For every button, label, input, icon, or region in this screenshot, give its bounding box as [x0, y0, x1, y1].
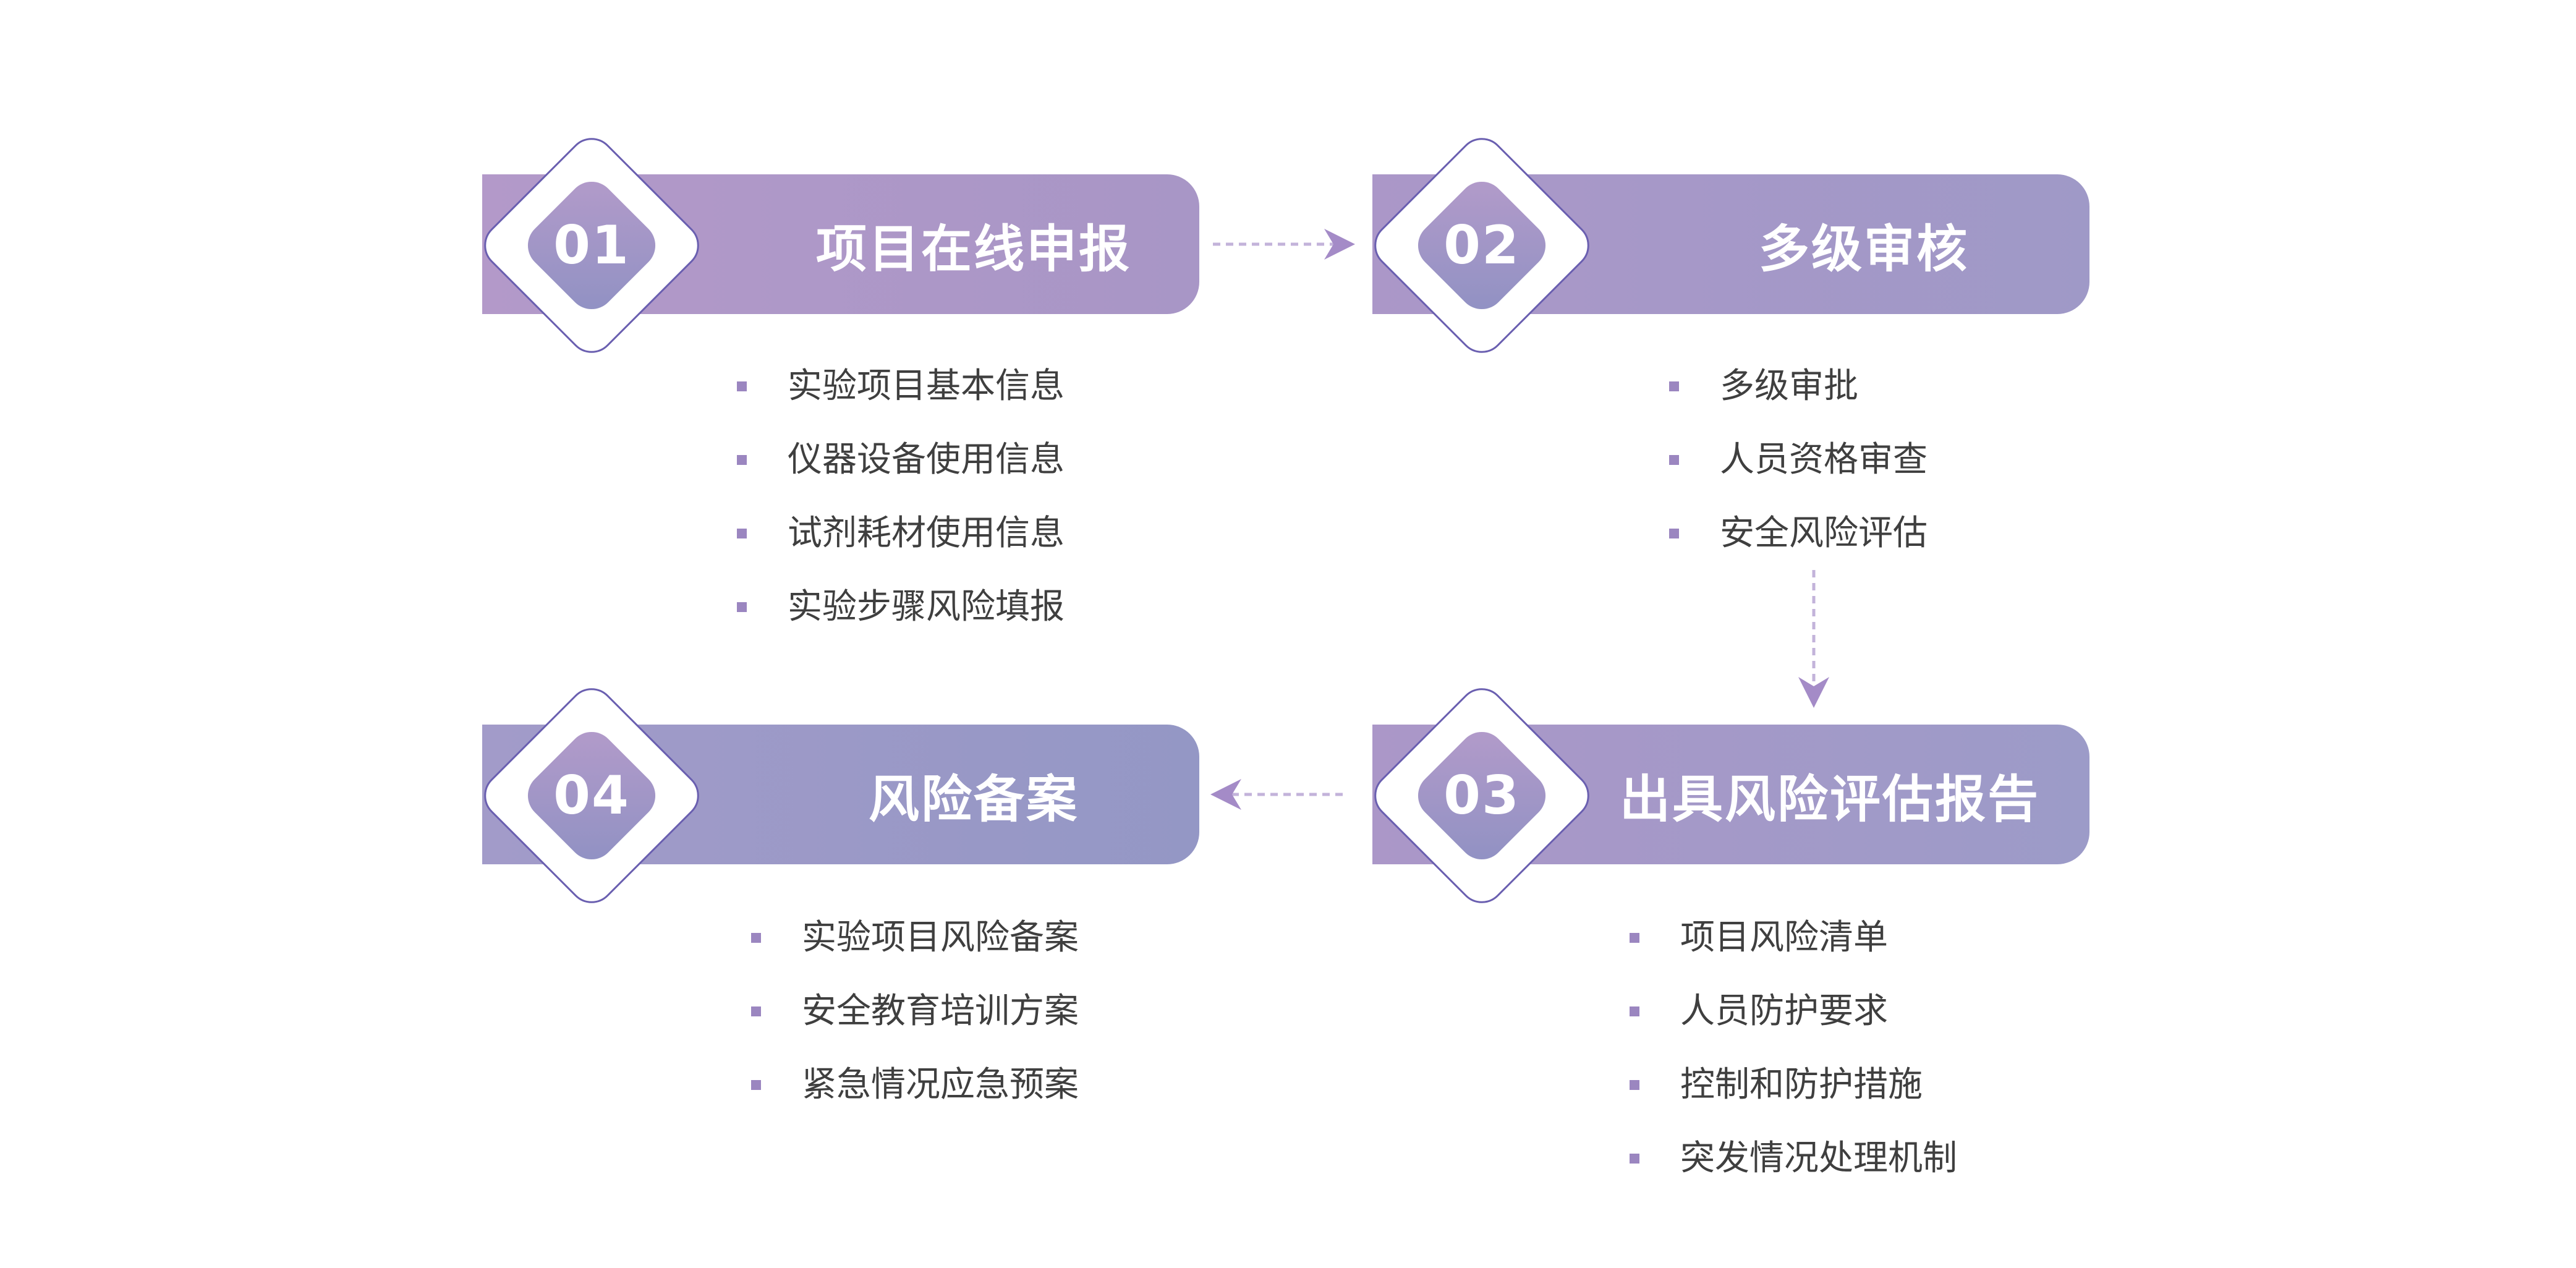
bullet-icon	[1630, 1154, 1639, 1164]
list-item: 控制和防护措施	[1630, 1048, 1957, 1121]
step-01-number: 01	[553, 215, 630, 276]
step-03-number: 03	[1443, 765, 1520, 827]
list-item: 紧急情况应急预案	[751, 1048, 1079, 1121]
bullet-icon	[1669, 529, 1679, 538]
step-02-title: 多级审核	[1758, 219, 1969, 279]
list-item: 人员资格审查	[1669, 423, 1928, 496]
list-item: 项目风险清单	[1630, 901, 1957, 974]
bullet-icon	[1630, 1006, 1639, 1016]
bullet-icon	[1669, 455, 1679, 465]
step-01-items: 实验项目基本信息 仪器设备使用信息 试剂耗材使用信息 实验步骤风险填报	[737, 349, 1065, 644]
list-item: 实验步骤风险填报	[737, 570, 1065, 644]
list-item: 安全教育培训方案	[751, 974, 1079, 1048]
list-item: 实验项目基本信息	[737, 349, 1065, 423]
step-02-items: 多级审批 人员资格审查 安全风险评估	[1669, 349, 1928, 570]
list-item: 实验项目风险备案	[751, 901, 1079, 974]
step-03-title: 出具风险评估报告	[1619, 770, 2040, 829]
list-item: 安全风险评估	[1669, 496, 1928, 570]
list-item: 仪器设备使用信息	[737, 423, 1065, 496]
bullet-icon	[751, 1080, 761, 1090]
bullet-icon	[737, 602, 747, 612]
list-item: 突发情况处理机制	[1630, 1121, 1957, 1195]
step-04-items: 实验项目风险备案 安全教育培训方案 紧急情况应急预案	[751, 901, 1079, 1121]
bullet-icon	[1630, 1080, 1639, 1090]
bullet-icon	[1669, 381, 1679, 391]
list-item: 人员防护要求	[1630, 974, 1957, 1048]
list-item: 多级审批	[1669, 349, 1928, 423]
bullet-icon	[737, 529, 747, 538]
step-01-title: 项目在线申报	[815, 219, 1131, 279]
bullet-icon	[1630, 933, 1639, 943]
step-02-number: 02	[1443, 215, 1520, 276]
list-item: 试剂耗材使用信息	[737, 496, 1065, 570]
step-03-items: 项目风险清单 人员防护要求 控制和防护措施 突发情况处理机制	[1630, 901, 1957, 1195]
bullet-icon	[751, 933, 761, 943]
step-04-title: 风险备案	[868, 770, 1079, 829]
bullet-icon	[751, 1006, 761, 1016]
bullet-icon	[737, 381, 747, 391]
bullet-icon	[737, 455, 747, 465]
step-04-number: 04	[553, 765, 630, 827]
